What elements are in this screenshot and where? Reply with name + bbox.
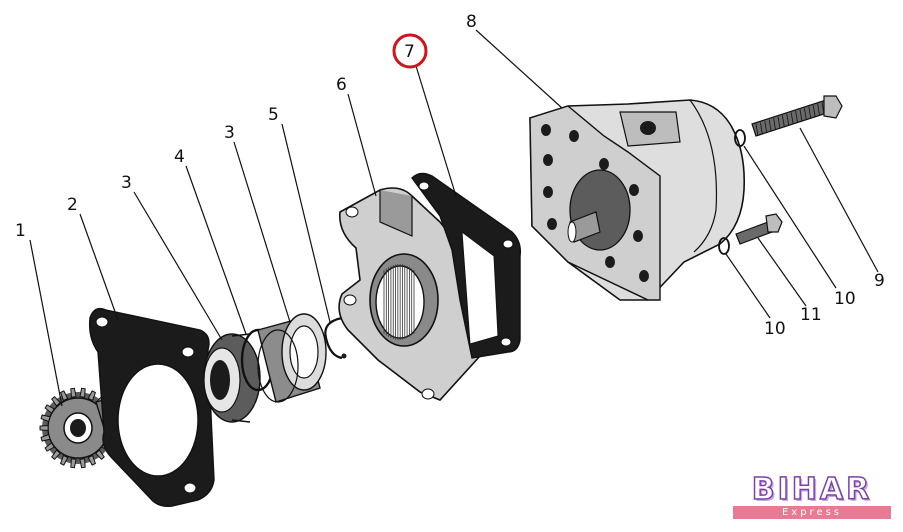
bolt-thread-line (812, 105, 816, 118)
bolt-thread-line (795, 110, 798, 124)
gear-tooth (39, 424, 49, 432)
bolt-thread-line (808, 106, 812, 119)
callout-7: 7 (404, 42, 415, 62)
leader-10b (725, 253, 771, 319)
part-2-gasket-plate (88, 307, 215, 508)
leader-3a (133, 191, 223, 341)
bolt-thread-line (777, 116, 781, 129)
callout-8: 8 (466, 12, 477, 32)
part-3-bearing-right (257, 313, 327, 403)
leader-9 (799, 127, 879, 273)
bolt-thread-line (755, 123, 759, 137)
part-3-bearing-left (203, 333, 261, 423)
bolt-thread-line (786, 113, 790, 126)
bolt-thread-line (782, 115, 785, 128)
callout-labels: 1 2 3 3 4 5 6 7 8 9 10 10 11 (15, 12, 885, 339)
gear-tooth (40, 433, 51, 442)
gear-tooth (44, 404, 55, 414)
part-10-washer-upper (734, 129, 746, 147)
callout-4: 4 (174, 147, 185, 167)
callout-5: 5 (268, 105, 279, 125)
gear-tooth (40, 414, 51, 423)
bolt-thread-line (773, 118, 776, 131)
callout-3a: 3 (121, 173, 132, 193)
gear-tooth (87, 390, 97, 402)
gear-tooth (70, 458, 77, 469)
leader-5 (281, 123, 331, 323)
bolt-thread-line (799, 109, 803, 122)
gear-tooth (59, 390, 69, 402)
gear-tooth (51, 449, 61, 461)
gear-tooth (44, 442, 55, 452)
leader-3b (233, 141, 291, 323)
leader-7 (415, 65, 457, 197)
bolt-thread-line (817, 103, 820, 116)
leader-6 (347, 93, 377, 197)
bolt-thread-line (804, 107, 807, 121)
leader-11 (757, 237, 807, 307)
leader-8 (475, 29, 563, 109)
part-10-washer-lower (718, 237, 730, 255)
leader-2 (79, 213, 119, 321)
callout-3b: 3 (224, 123, 235, 143)
gear-tooth (87, 454, 97, 466)
watermark-tagline: Express (733, 506, 891, 519)
callout-9: 9 (874, 271, 885, 291)
callout-1: 1 (15, 221, 26, 241)
part-11-short-bolt (735, 213, 783, 245)
watermark-brand: BIHAR (751, 471, 873, 508)
callout-6: 6 (336, 75, 347, 95)
callout-10b: 10 (764, 319, 786, 339)
part-7-gasket (411, 172, 522, 359)
gear-tooth (70, 387, 77, 398)
callout-2: 2 (67, 195, 78, 215)
part-6-housing-flange (338, 187, 481, 401)
gear-tooth (79, 387, 86, 398)
bolt-thread-line (760, 122, 763, 135)
part-9-long-bolt (751, 95, 843, 137)
leader-1 (29, 239, 63, 407)
bolt-thread-line (768, 119, 772, 132)
callout-10a: 10 (834, 289, 856, 309)
gear-tooth (79, 458, 86, 469)
leader-4 (185, 165, 247, 335)
part-8-pump-body (529, 99, 746, 301)
leader-10a (743, 145, 837, 289)
highlight-ring (392, 33, 428, 69)
bihar-express-watermark: BIHAR Express (733, 470, 891, 520)
bolt-thread-line (821, 102, 825, 115)
leader-lines (29, 29, 879, 407)
part-5-circlip (324, 316, 347, 360)
gear-tooth (59, 454, 69, 466)
bolt-thread-line (790, 112, 794, 125)
gear-tooth (51, 395, 61, 407)
gear-tooth (95, 449, 105, 461)
callout-11: 11 (800, 305, 822, 325)
bolt-thread-line (764, 121, 768, 134)
